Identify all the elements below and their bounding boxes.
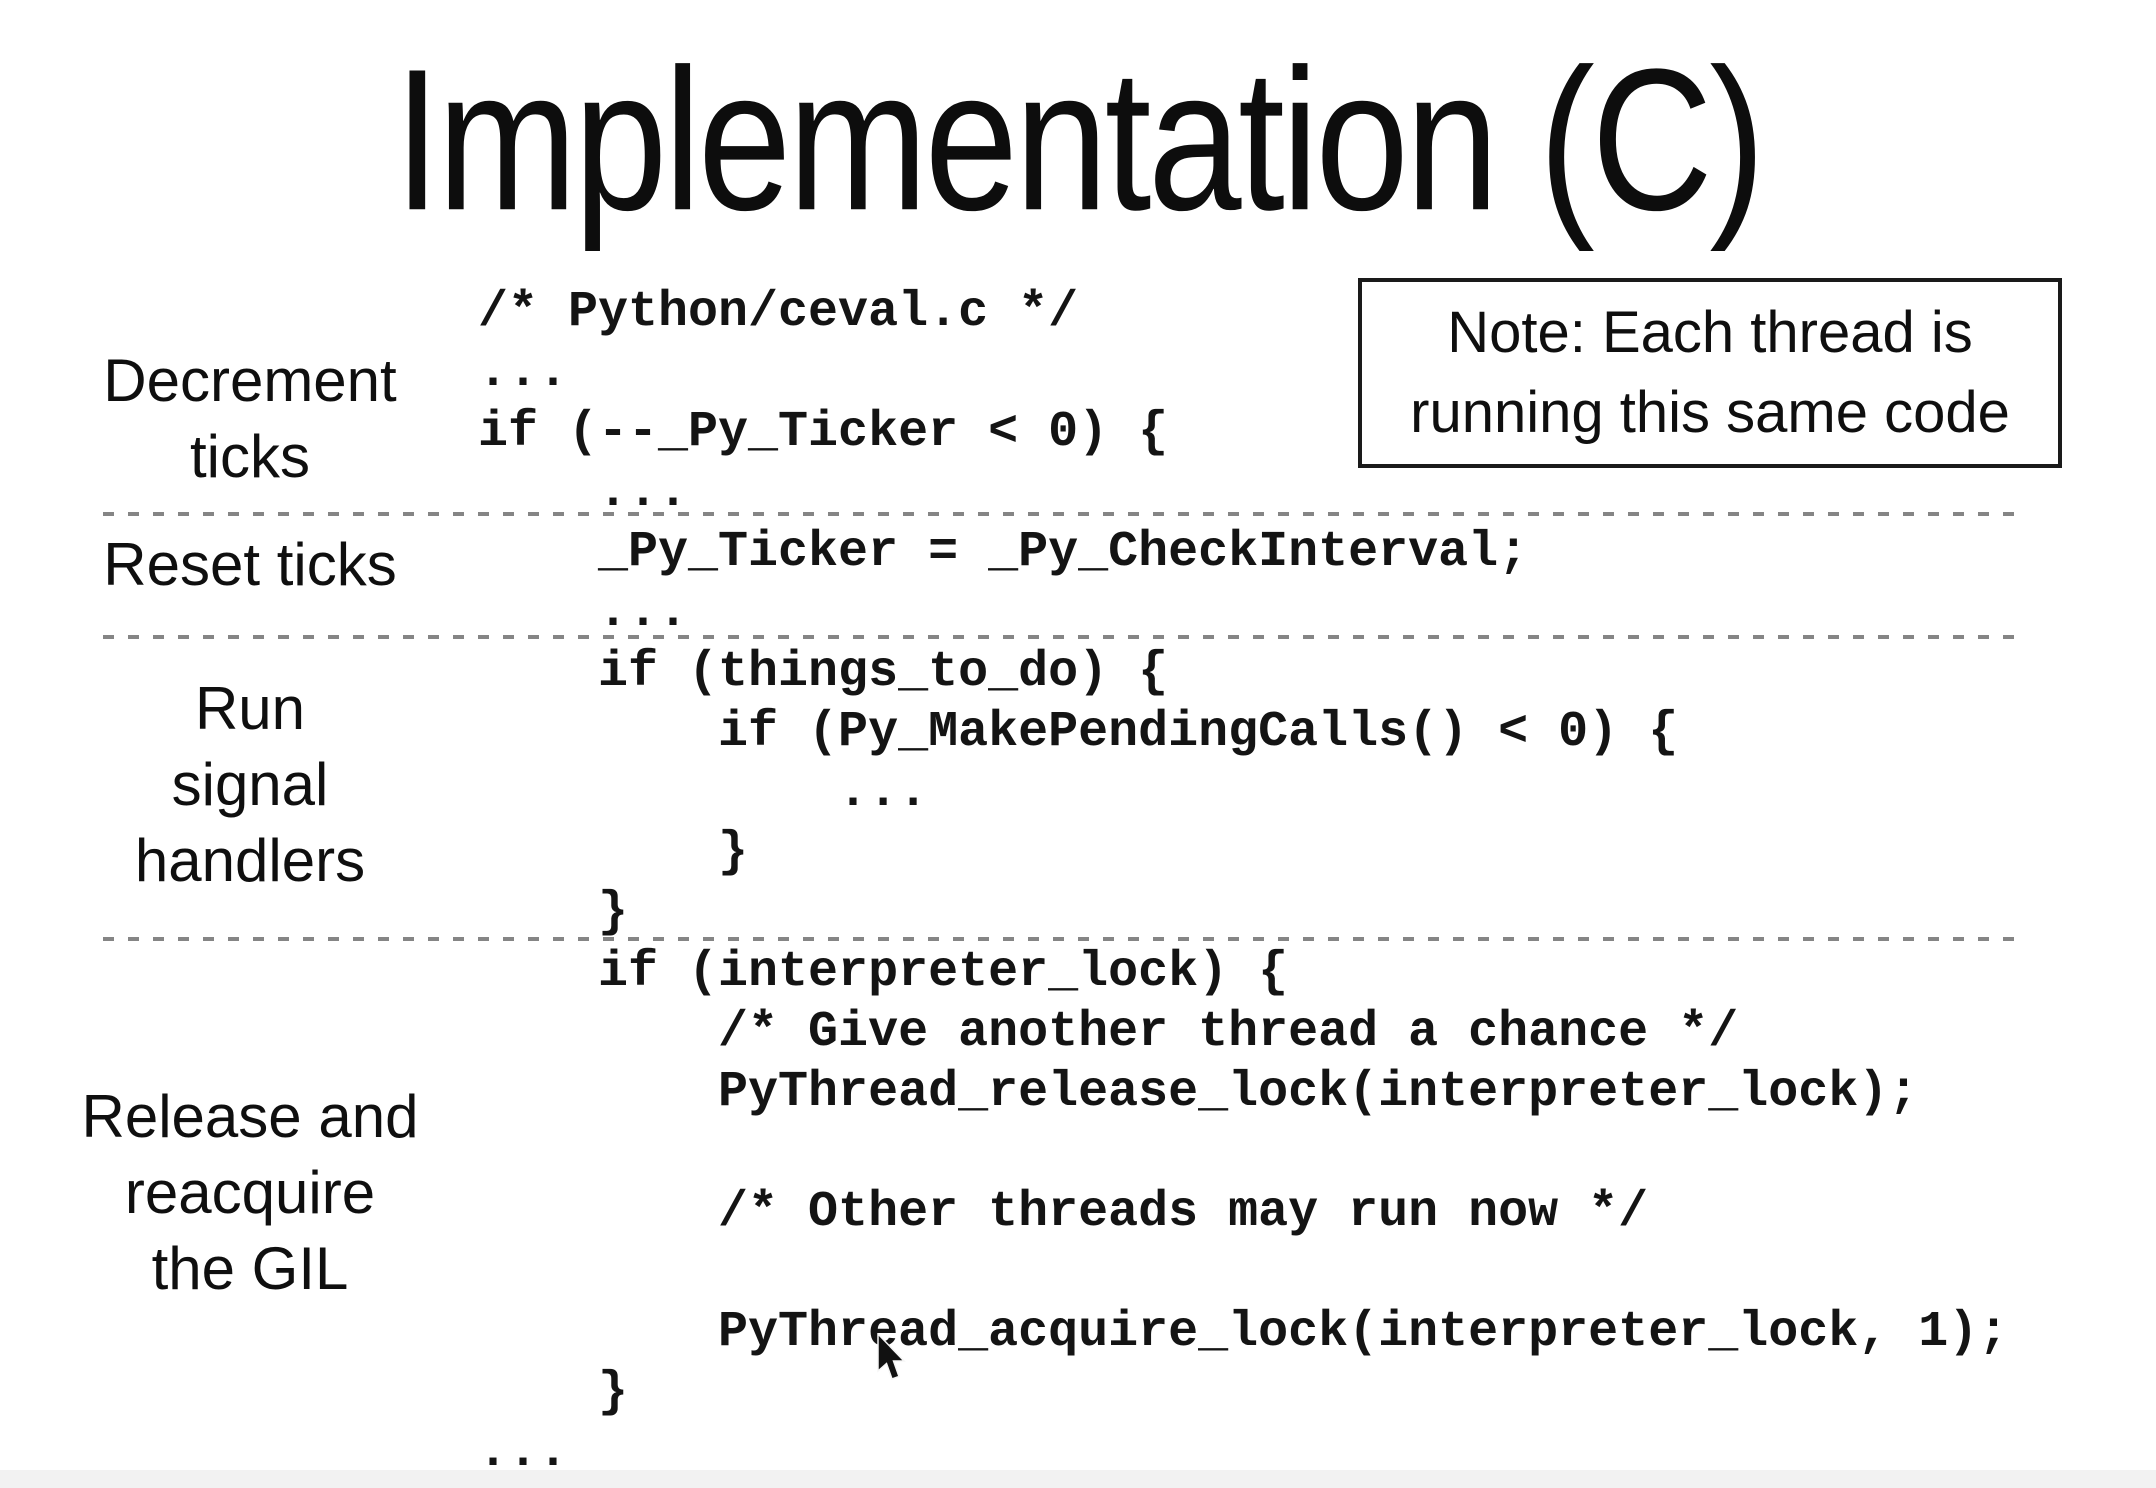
section-label-decrement-ticks: Decrement ticks — [103, 347, 397, 490]
section-label-release-reacquire-gil: Release and reacquire the GIL — [81, 1083, 419, 1302]
note-text: Note: Each thread is running this same c… — [1410, 300, 2010, 445]
section-divider — [103, 512, 2023, 516]
slide-title: Implementation (C) — [393, 26, 1765, 253]
section-divider — [103, 937, 2023, 941]
bottom-edge-bar — [0, 1470, 2156, 1488]
code-block: /* Python/ceval.c */ ... if (--_Py_Ticke… — [478, 284, 2009, 1481]
note-box: Note: Each thread is running this same c… — [1358, 278, 2062, 468]
section-label-run-signal-handlers: Run signal handlers — [134, 675, 366, 894]
section-divider — [103, 635, 2023, 639]
section-label-reset-ticks: Reset ticks — [103, 531, 397, 598]
mouse-pointer-icon — [877, 1333, 906, 1380]
